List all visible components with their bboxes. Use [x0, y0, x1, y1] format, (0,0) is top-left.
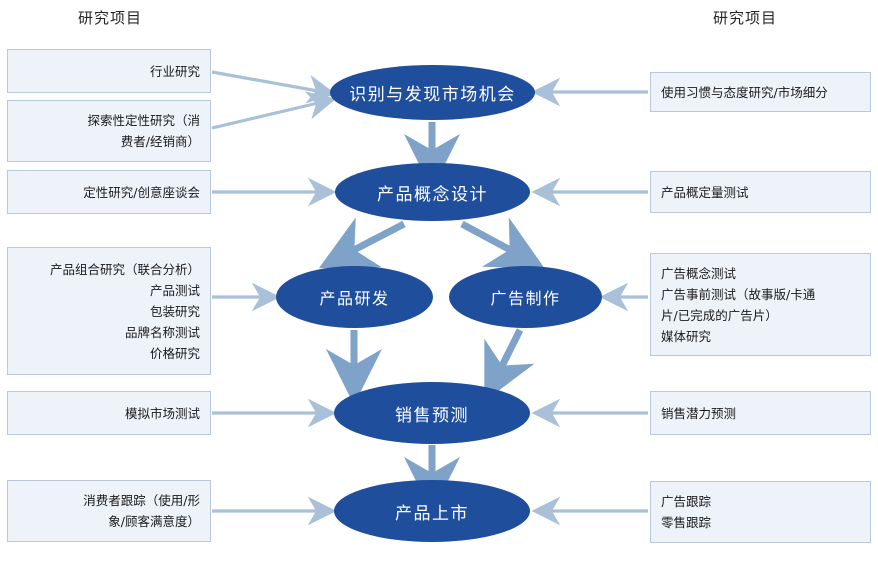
- box-line: 片/已完成的广告片）: [661, 307, 778, 323]
- left-box-exploratory-qualitative[interactable]: 探索性定性研究（消 费者/经销商）: [7, 100, 211, 162]
- box-line: 销售潜力预测: [661, 405, 737, 421]
- left-column-heading: 研究项目: [77, 9, 142, 27]
- right-box-concept-quantitative-test[interactable]: 产品概定量测试: [650, 171, 871, 213]
- right-box-advertising-research[interactable]: 广告概念测试 广告事前测试（故事版/卡通 片/已完成的广告片） 媒体研究: [650, 253, 871, 356]
- stage-concept-design[interactable]: 产品概念设计: [335, 163, 530, 221]
- box-line: 产品组合研究（联合分析）: [49, 261, 200, 277]
- box-line: 使用习惯与态度研究/市场细分: [661, 84, 828, 100]
- left-box-product-mix-research[interactable]: 产品组合研究（联合分析） 产品测试 包装研究 品牌名称测试 价格研究: [7, 247, 211, 375]
- stage-product-rnd[interactable]: 产品研发: [276, 266, 433, 328]
- box-line: 消费者跟踪（使用/形: [83, 493, 200, 508]
- right-column-heading: 研究项目: [712, 9, 777, 27]
- left-box-qualitative-focus-group[interactable]: 定性研究/创意座谈会: [7, 170, 211, 214]
- left-box-simulated-market-test[interactable]: 模拟市场测试: [7, 391, 211, 435]
- box-line: 价格研究: [149, 345, 200, 361]
- right-box-usage-attitude-segmentation[interactable]: 使用习惯与态度研究/市场细分: [650, 72, 871, 112]
- box-line: 品牌名称测试: [124, 324, 200, 340]
- box-line: 媒体研究: [661, 328, 712, 344]
- right-box-sales-potential-forecast[interactable]: 销售潜力预测: [650, 391, 871, 435]
- left-box-consumer-tracking[interactable]: 消费者跟踪（使用/形 象/顾客满意度）: [7, 480, 211, 542]
- box-line: 探索性定性研究（消: [87, 113, 200, 128]
- box-line: 广告概念测试: [661, 265, 737, 281]
- stage-ad-production[interactable]: 广告制作: [449, 266, 602, 328]
- box-line: 包装研究: [149, 303, 200, 319]
- left-box-industry-research[interactable]: 行业研究: [7, 49, 211, 93]
- stage-sales-forecast[interactable]: 销售预测: [334, 382, 530, 444]
- box-line: 费者/经销商）: [120, 134, 200, 149]
- box-line: 产品概定量测试: [661, 184, 749, 200]
- right-box-tracking-research[interactable]: 广告跟踪 零售跟踪: [650, 481, 871, 543]
- box-line: 模拟市场测试: [124, 405, 200, 421]
- box-line: 产品测试: [149, 282, 200, 298]
- stage-product-launch[interactable]: 产品上市: [334, 480, 530, 542]
- box-line: 广告跟踪: [661, 494, 712, 509]
- box-line: 零售跟踪: [661, 515, 712, 530]
- box-line: 象/顾客满意度）: [108, 514, 200, 529]
- box-line: 定性研究/创意座谈会: [83, 184, 200, 200]
- box-line: 广告事前测试（故事版/卡通: [661, 286, 816, 302]
- box-line: 行业研究: [149, 63, 200, 79]
- stage-opportunity[interactable]: 识别与发现市场机会: [330, 65, 535, 120]
